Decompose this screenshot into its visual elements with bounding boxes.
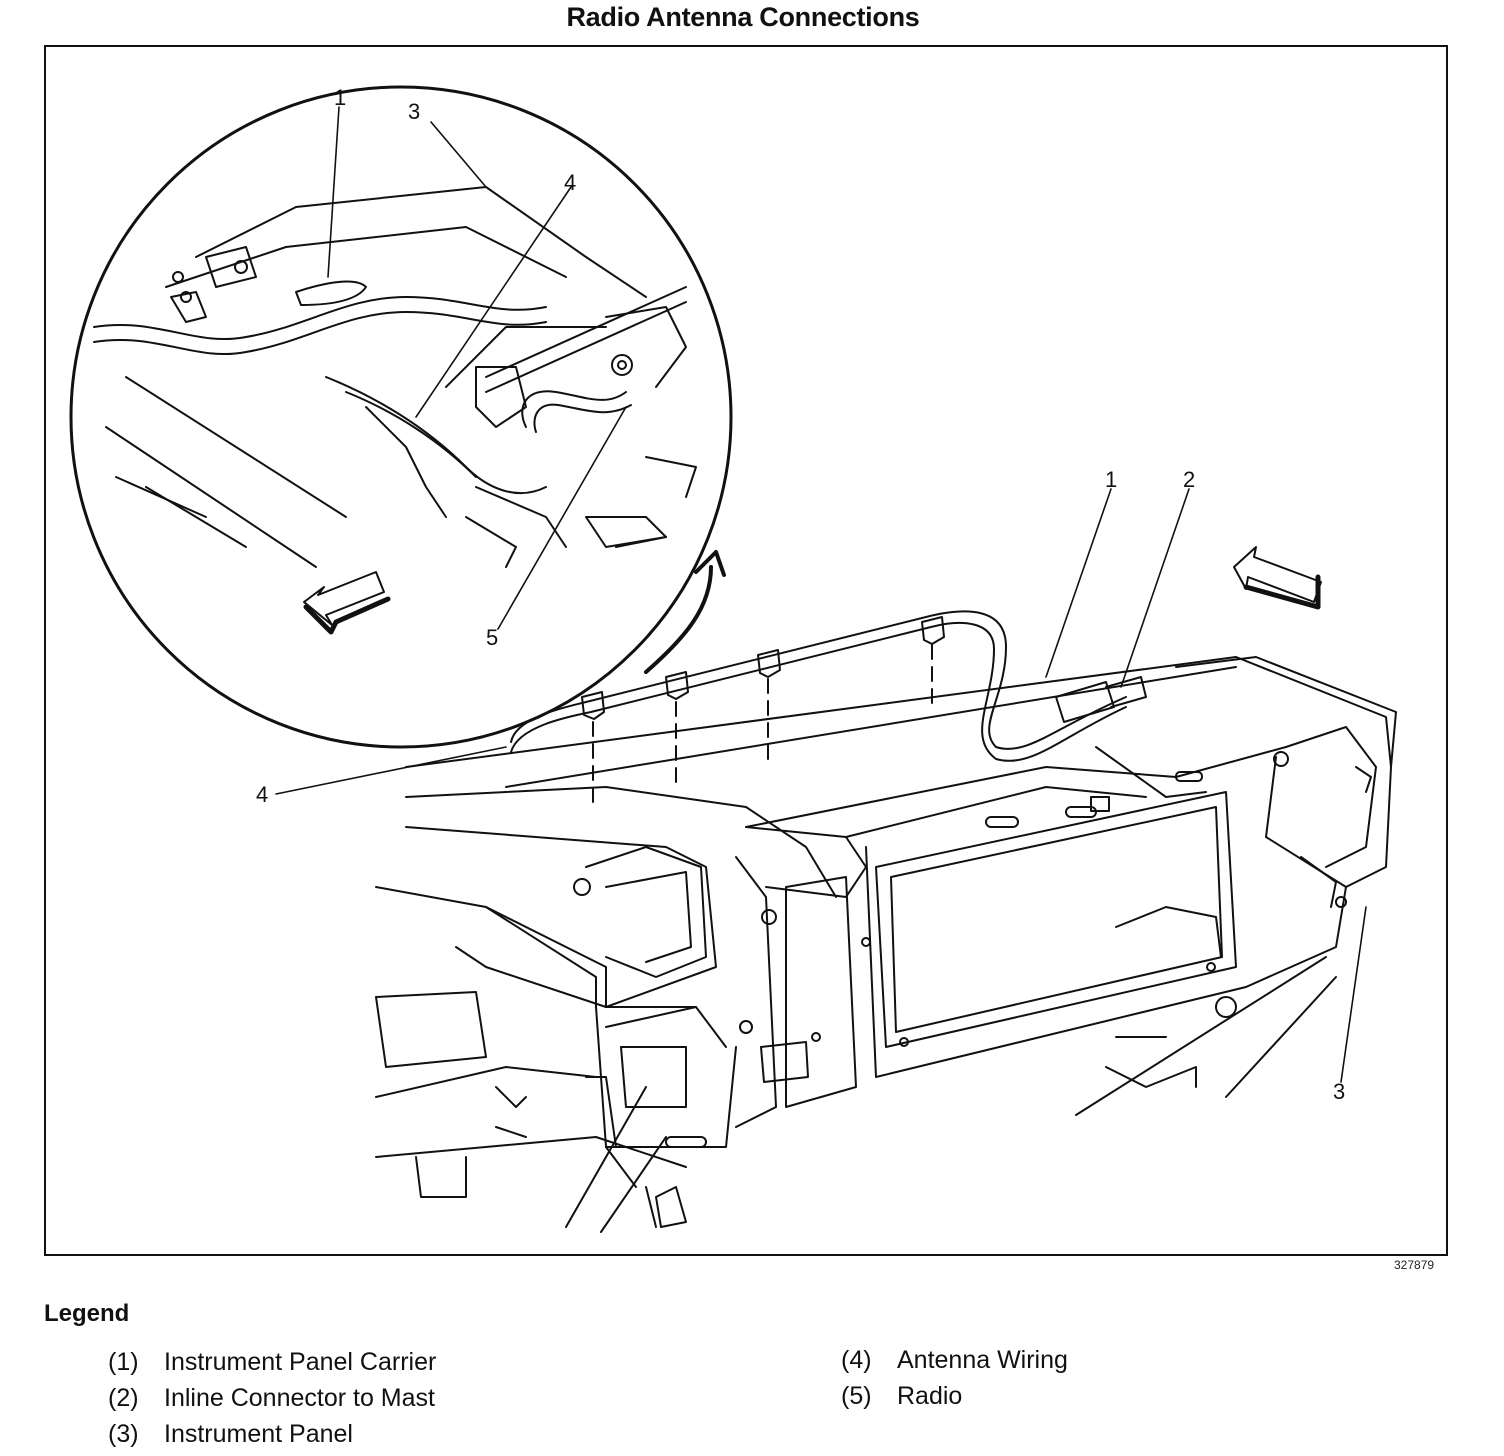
inset-callout-4: 4 [564,170,576,195]
main-callout-4: 4 [256,782,268,807]
legend-column-left: (1)Instrument Panel Carrier (2)Inline Co… [108,1348,436,1456]
instrument-panel-drawing [275,488,1397,1233]
diagram-frame: 1 3 4 5 1 2 4 3 [44,45,1448,1256]
legend-item: (5)Radio [841,1382,963,1410]
main-callout-1: 1 [1105,467,1117,492]
legend-heading: Legend [44,1300,130,1327]
inset-callout-3: 3 [408,99,420,124]
main-callout-3: 3 [1333,1079,1345,1104]
legend-item: (1)Instrument Panel Carrier [108,1348,437,1376]
illustration: 1 3 4 5 1 2 4 3 [69,85,1397,1233]
diagram-title: Radio Antenna Connections [566,2,920,32]
legend-item: (2)Inline Connector to Mast [108,1384,435,1412]
legend-item: (4)Antenna Wiring [841,1346,1068,1374]
figure-id: 327879 [1394,1258,1435,1272]
inset-callout-5: 5 [486,625,498,650]
legend-column-right: (4)Antenna Wiring (5)Radio [841,1346,1068,1418]
inset-detail-view [69,85,733,749]
main-callout-2: 2 [1183,467,1195,492]
inset-callout-1: 1 [334,85,346,110]
legend-item: (3)Instrument Panel [108,1420,353,1448]
